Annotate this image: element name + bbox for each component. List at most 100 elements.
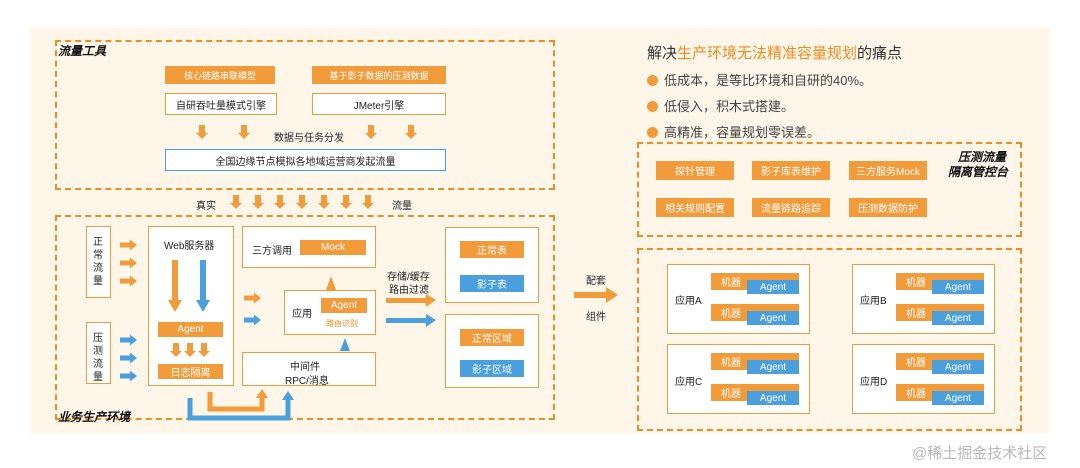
console-item: 流量链路追踪 bbox=[752, 198, 830, 217]
storage-arrow-blue bbox=[386, 318, 426, 323]
normal-table-box: 正常表 bbox=[460, 241, 524, 258]
down-arrow bbox=[184, 343, 196, 357]
data-distribution-label: 数据与任务分发 bbox=[274, 133, 344, 144]
agent-box: Agent bbox=[932, 391, 984, 405]
web-down-arrow-blue bbox=[200, 260, 206, 300]
app-agent-box: Agent bbox=[321, 298, 367, 313]
console-item: 影子库表维护 bbox=[752, 161, 830, 180]
app-name: 应用D bbox=[860, 377, 888, 388]
down-arrow bbox=[362, 195, 374, 209]
shadow-region-box: 影子区域 bbox=[460, 360, 524, 377]
right-arrow bbox=[120, 370, 137, 382]
app-name: 应用C bbox=[675, 377, 703, 388]
right-arrow bbox=[120, 239, 137, 251]
app-name: 应用A bbox=[675, 296, 702, 307]
isolation-console-panel bbox=[637, 142, 1022, 237]
stress-traffic-label: 压测流量 bbox=[93, 333, 103, 383]
agent-box: Agent bbox=[747, 391, 799, 405]
storage-arrow-orange-head bbox=[426, 294, 436, 307]
console-item: 探针管理 bbox=[656, 161, 734, 180]
agent-box: Agent bbox=[932, 311, 984, 325]
application-label: 应用 bbox=[292, 309, 312, 320]
agent-box: Agent bbox=[932, 280, 984, 294]
national-edge-nodes-box: 全国边缘节点模拟各地域运营商发起流量 bbox=[165, 149, 446, 171]
down-arrow bbox=[318, 195, 330, 209]
pain-title-prefix: 解决 bbox=[647, 45, 678, 62]
web-server-box bbox=[148, 226, 234, 386]
pain-title-highlight: 生产环境无法精准容量规划 bbox=[677, 45, 858, 62]
web-agent-box: Agent bbox=[158, 322, 223, 337]
rpc-label: RPC/消息 bbox=[285, 376, 329, 387]
right-arrow bbox=[244, 292, 261, 304]
mock-box: Mock bbox=[300, 240, 366, 255]
web-server-label: Web服务器 bbox=[164, 241, 215, 252]
console-title-1: 压测流量 bbox=[958, 150, 1007, 164]
watermark: @稀土掘金技术社区 bbox=[912, 445, 1048, 462]
machine-label: 机器 bbox=[906, 389, 926, 400]
up-arrow-shaft bbox=[329, 283, 333, 291]
console-item: 压测数据防护 bbox=[849, 198, 927, 217]
pain-points-title: 解决生产环境无法精准容量规划的痛点 bbox=[647, 42, 902, 63]
machine-label: 机器 bbox=[721, 278, 741, 289]
production-env-title: 业务生产环境 bbox=[58, 410, 131, 424]
storage-arrow-blue-head bbox=[426, 314, 436, 327]
down-arrow bbox=[252, 195, 264, 209]
machine-label: 机器 bbox=[721, 358, 741, 369]
pain-point-item: 低侵入，积木式搭建。 bbox=[647, 96, 794, 115]
down-arrow bbox=[196, 125, 208, 139]
machine-label: 机器 bbox=[906, 358, 926, 369]
down-arrow bbox=[230, 195, 242, 209]
down-arrow bbox=[405, 125, 417, 139]
real-traffic-label-right: 流量 bbox=[392, 201, 412, 212]
machine-label: 机器 bbox=[721, 309, 741, 320]
pain-point-item: 低成本，是等比环境和自研的40%。 bbox=[647, 70, 872, 89]
bottom-loop-orange bbox=[207, 392, 265, 412]
web-down-arrow-orange bbox=[172, 260, 178, 300]
agent-box: Agent bbox=[747, 360, 799, 374]
right-arrow bbox=[120, 275, 137, 287]
pain-point-item: 高精准，容量规划零误差。 bbox=[647, 122, 820, 141]
bottom-loop-blue-head bbox=[282, 391, 294, 400]
web-down-arrow-orange-head bbox=[168, 300, 182, 312]
console-title-2: 隔离管控台 bbox=[948, 165, 1009, 179]
bullet-dot bbox=[647, 127, 658, 138]
traffic-tools-panel bbox=[55, 40, 555, 190]
third-party-label: 三方调用 bbox=[252, 246, 292, 257]
agent-box: Agent bbox=[932, 360, 984, 374]
down-arrow bbox=[198, 343, 210, 357]
web-down-arrow-blue-head bbox=[196, 300, 210, 312]
down-arrow bbox=[365, 125, 377, 139]
down-arrow bbox=[296, 195, 308, 209]
matching-arrow-head bbox=[606, 287, 618, 303]
bottom-loop-blue bbox=[187, 398, 291, 421]
production-env-panel bbox=[55, 215, 555, 420]
log-isolation-box: 日志隔离 bbox=[158, 364, 223, 379]
pain-point-text: 低侵入，积木式搭建。 bbox=[664, 99, 795, 114]
pain-title-suffix: 的痛点 bbox=[857, 45, 903, 62]
normal-traffic-box bbox=[86, 226, 111, 298]
stress-traffic-box bbox=[86, 322, 111, 384]
normal-traffic-label: 正常流量 bbox=[93, 237, 103, 287]
down-arrow bbox=[340, 195, 352, 209]
shadow-data-box: 基于影子数据的压测数据 bbox=[312, 66, 446, 84]
core-link-model-box: 核心链路串联模型 bbox=[165, 66, 275, 84]
down-arrow bbox=[274, 195, 286, 209]
normal-region-box: 正常区域 bbox=[460, 329, 524, 346]
right-arrow bbox=[244, 314, 261, 326]
up-arrow bbox=[340, 338, 350, 351]
machine-label: 机器 bbox=[721, 389, 741, 400]
middleware-label: 中间件 bbox=[290, 362, 320, 373]
real-traffic-label-left: 真实 bbox=[196, 201, 216, 212]
machine-label: 机器 bbox=[906, 278, 926, 289]
bullet-dot bbox=[647, 75, 658, 86]
console-item: 三方服务Mock bbox=[849, 161, 927, 180]
pain-point-text: 低成本，是等比环境和自研的40%。 bbox=[664, 73, 873, 88]
self-developed-engine-box: 自研吞吐量模式引擎 bbox=[165, 93, 277, 115]
bullet-dot bbox=[647, 101, 658, 112]
storage-label-1: 存储/缓存 bbox=[387, 272, 430, 283]
right-arrow bbox=[120, 334, 137, 346]
agent-box: Agent bbox=[747, 280, 799, 294]
agent-box: Agent bbox=[747, 311, 799, 325]
bottom-loop-orange-head bbox=[256, 389, 268, 398]
down-arrow bbox=[238, 125, 250, 139]
